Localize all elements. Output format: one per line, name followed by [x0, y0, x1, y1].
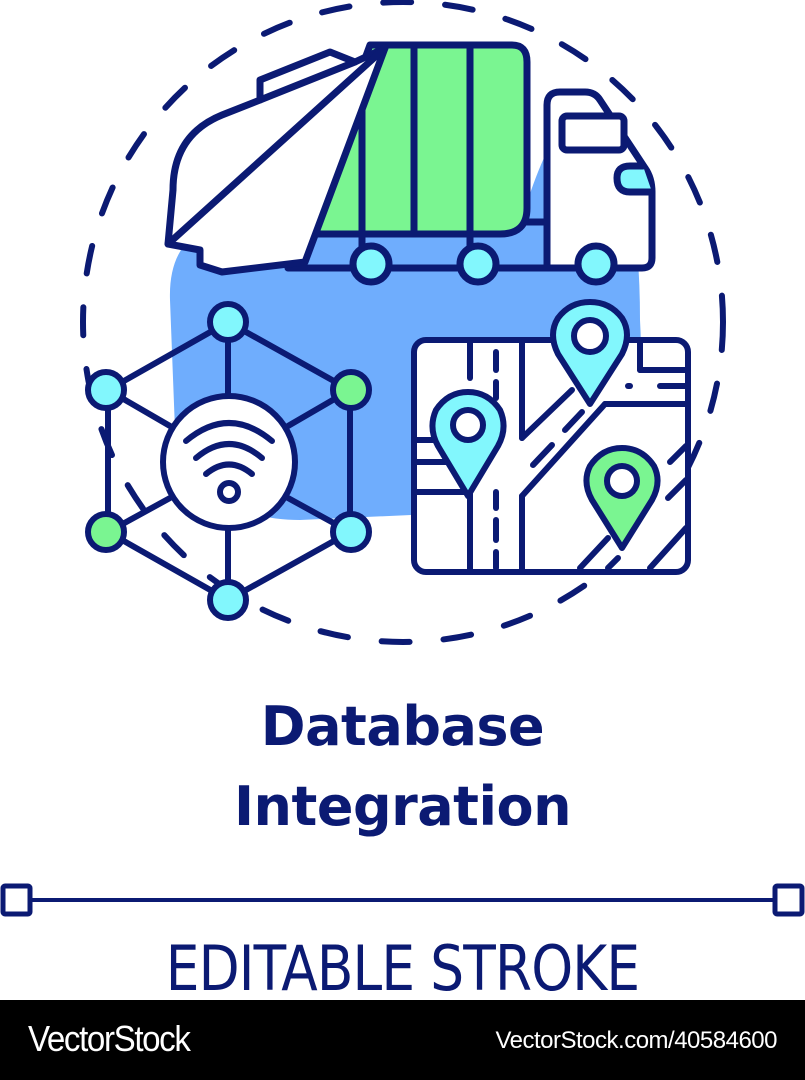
image-url: VectorStock.com/40584600: [495, 1027, 777, 1054]
brand-logo: VectorStock: [28, 1018, 191, 1059]
editable-stroke-label: EDITABLE STROKE: [165, 932, 640, 1005]
editable-stroke-line: [0, 883, 805, 917]
concept-illustration: [80, 0, 726, 645]
stroke-handle-left: [0, 883, 33, 917]
title-line-2: Integration: [233, 775, 572, 838]
title-line-1: Database: [260, 695, 545, 758]
map-with-location-pins-icon: [411, 299, 691, 575]
garbage-truck-icon: [164, 41, 656, 286]
stroke-handle-right: [772, 883, 805, 917]
network-hub-wifi-icon: [85, 301, 372, 621]
watermark-footer: VectorStock VectorStock.com/40584600: [0, 1000, 805, 1080]
dashed-circle-frame: [80, 0, 726, 645]
location-pin-icon: [429, 389, 507, 499]
